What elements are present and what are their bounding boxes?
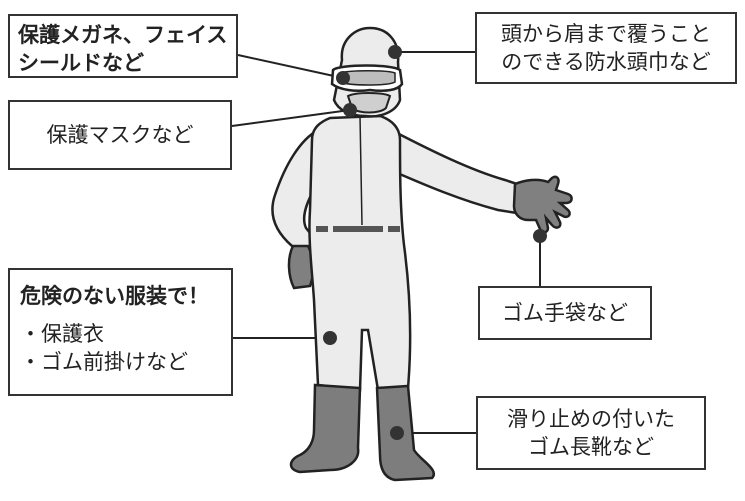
dot-gloves	[533, 229, 547, 243]
boots-label-line1: 滑り止めの付いた	[507, 407, 675, 431]
callout-clothing: 危険のない服装で！ ・保護衣 ・ゴム前掛けなど	[8, 268, 233, 396]
clothing-item-2: ・ゴム前掛けなど	[20, 350, 188, 374]
callout-boots: 滑り止めの付いた ゴム長靴など	[476, 396, 706, 470]
hood-label-line2: のできる防水頭巾など	[501, 50, 711, 74]
dot-clothing	[323, 331, 337, 345]
mask-label: 保護マスクなど	[46, 123, 194, 147]
callout-hood: 頭から肩まで覆うこと のできる防水頭巾など	[475, 12, 737, 84]
belt-right	[388, 226, 400, 232]
callout-dots	[323, 45, 547, 440]
belt-center	[333, 226, 383, 232]
left-boot	[289, 383, 362, 474]
callout-mask: 保護マスクなど	[8, 100, 232, 170]
callout-gloves: ゴム手袋など	[478, 286, 652, 340]
dot-hood	[388, 45, 402, 59]
body-suit	[308, 114, 412, 392]
dot-boots	[390, 426, 404, 440]
goggles-label-line1: 保護メガネ、フェイス	[18, 23, 228, 47]
clothing-heading: 危険のない服装で！	[20, 284, 209, 308]
right-sleeve	[393, 129, 522, 215]
goggles-lens	[339, 70, 396, 86]
dot-goggles	[336, 71, 350, 85]
left-sleeve	[271, 127, 324, 264]
hood-label-line1: 頭から肩まで覆うこと	[501, 22, 711, 46]
belt-left	[316, 226, 328, 232]
right-boot	[375, 384, 436, 482]
clothing-item-1: ・保護衣	[20, 322, 104, 346]
dot-mask	[343, 103, 357, 117]
leader-goggles	[237, 54, 344, 79]
mask	[346, 92, 392, 114]
boots-label-line2: ゴム長靴など	[528, 435, 654, 459]
goggles-label-line2: シールドなど	[18, 51, 144, 75]
zipper	[359, 115, 363, 226]
callout-goggles: 保護メガネ、フェイス シールドなど	[8, 14, 238, 78]
gloves-label: ゴム手袋など	[502, 301, 628, 325]
leader-mask	[231, 109, 351, 127]
right-glove	[512, 175, 573, 234]
